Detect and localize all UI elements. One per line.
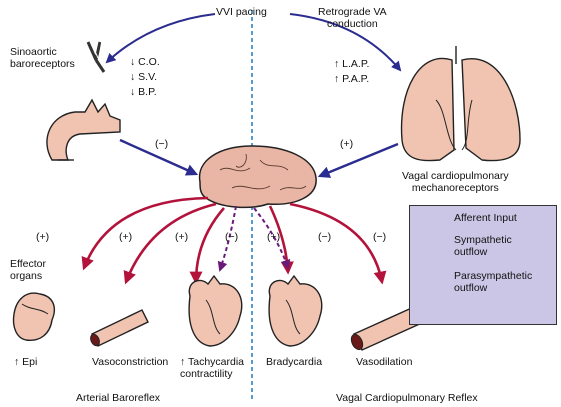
outcome-epi: ↑ Epi [14,356,38,368]
arrow-pacing-right [289,13,402,72]
sign-afferent-right: (+) [340,138,354,150]
sign-effector: (+) [36,231,50,243]
effect-co: ↓ C.O. [130,56,160,68]
outcome-vasoconstriction: Vasoconstriction [92,356,169,368]
brain-icon [198,145,317,209]
legend-box: Afferent Input Sympathetic outflow Paras… [409,205,557,325]
effect-lap: ↑ L.A.P. [334,58,370,70]
legend-parasympathetic-label: Parasympathetic outflow [454,270,533,294]
arterial-baroreflex-label: Arterial Baroreflex [76,392,161,404]
sign-brady-symp: (−) [318,231,332,243]
vessel-constricted-icon [90,309,149,347]
vagal-reflex-label: Vagal Cardiopulmonary Reflex [336,392,478,404]
afferent-arrow-right [317,142,399,178]
heart-brady-icon [268,274,323,347]
outcome-vasodilation: Vasodilation [356,356,413,368]
para-arrow-brady [253,207,291,270]
legend-afferent-label: Afferent Input [454,212,517,224]
effect-bp: ↓ B.P. [130,86,157,98]
vagal-mechanoreceptors-label: Vagal cardiopulmonary mechanoreceptors [402,170,509,194]
sign-vaso: (+) [119,231,133,243]
afferent-arrow-left [119,138,199,176]
outcome-bradycardia: Bradycardia [266,356,323,368]
retrograde-label: Retrograde VA conduction [318,6,387,30]
outcome-tachy: ↑ Tachycardia contractility [180,356,245,380]
vessel-small-icon [86,41,106,73]
symp-arrow-effector [81,196,209,271]
effector-organ-icon [12,292,56,341]
arrow-pacing-left [105,13,216,64]
sign-vasodil: (−) [373,231,387,243]
effect-sv: ↓ S.V. [130,71,158,83]
heart-tachy-icon [188,274,243,347]
symp-arrow-vasodil [289,202,387,285]
symp-arrow-tachy [189,207,225,285]
aortic-arch-icon [46,98,121,161]
lungs-icon [400,46,521,162]
vvi-pacing-label: VVI pacing [216,6,267,18]
sign-brady-para: (+) [267,231,281,243]
sinoaortic-label: Sinoaortic baroreceptors [10,46,75,70]
symp-arrow-vaso [123,202,217,285]
effect-pap: ↑ P.A.P. [334,73,370,85]
sign-afferent-left: (−) [155,138,169,150]
sign-tachy-symp: (+) [175,231,189,243]
effector-organs-label: Effector organs [10,258,46,282]
legend-sympathetic-label: Sympathetic outflow [454,234,512,258]
sign-tachy-para: (−) [225,231,239,243]
